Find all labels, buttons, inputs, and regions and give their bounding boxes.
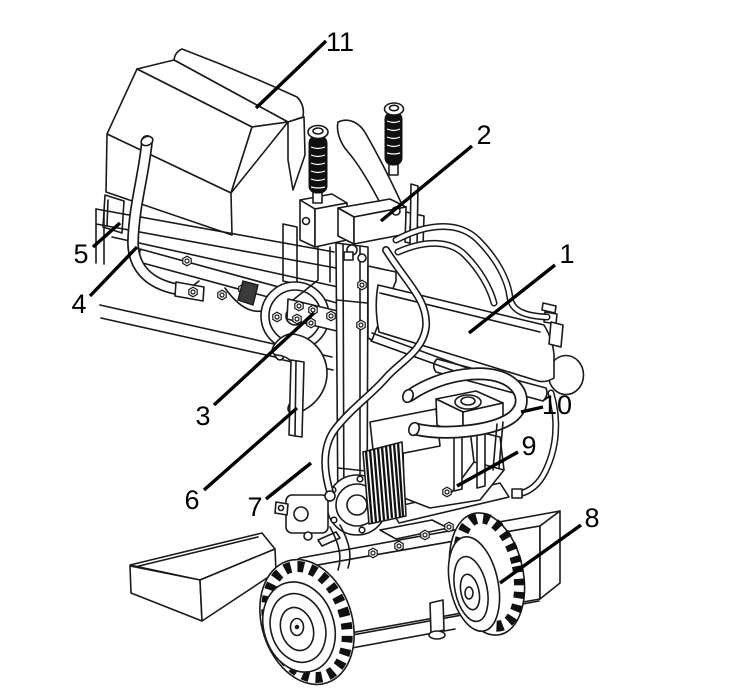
callout-3-label: 3 xyxy=(195,401,210,431)
foot-bracket xyxy=(429,599,445,634)
callout-9-leader xyxy=(456,450,519,488)
callout-11-leader xyxy=(254,39,328,110)
right-wheel xyxy=(447,512,526,636)
engine xyxy=(362,390,510,525)
hydraulic-hoses xyxy=(392,223,551,321)
callout-8-leader xyxy=(499,523,582,585)
return-hose xyxy=(511,389,560,499)
callout-5-label: 5 xyxy=(73,239,88,269)
pump-hose xyxy=(321,246,431,502)
lever-slide-bar xyxy=(288,359,305,438)
left-tube-handle xyxy=(126,135,205,302)
callout-3-leader xyxy=(212,311,316,407)
callout-8-label: 8 xyxy=(584,503,599,533)
callout-6-leader xyxy=(202,406,299,492)
callout-2-leader xyxy=(379,144,474,223)
control-station xyxy=(292,102,425,301)
callout-4-label: 4 xyxy=(71,289,86,319)
callout-5-leader xyxy=(91,221,122,249)
wedge xyxy=(237,280,259,306)
callout-7-leader xyxy=(264,461,313,501)
callout-1-label: 1 xyxy=(559,239,574,269)
callouts-layer: 11 2 1 5 4 3 6 7 109 8 xyxy=(71,27,600,585)
callout-10-label: 10 xyxy=(542,390,572,420)
callout-10-leader xyxy=(520,405,544,414)
callout-2-label: 2 xyxy=(476,120,491,150)
callout-9-label: 9 xyxy=(521,431,536,461)
callout-1-leader xyxy=(467,263,557,335)
log-tray xyxy=(129,532,277,622)
callout-6-label: 6 xyxy=(184,485,199,515)
left-wheel xyxy=(259,558,355,686)
callout-4-leader xyxy=(88,245,139,298)
callout-11-label: 11 xyxy=(326,27,354,57)
loop-handle xyxy=(402,367,528,471)
hydraulic-cylinder xyxy=(370,284,585,402)
callout-7-label: 7 xyxy=(247,492,262,522)
